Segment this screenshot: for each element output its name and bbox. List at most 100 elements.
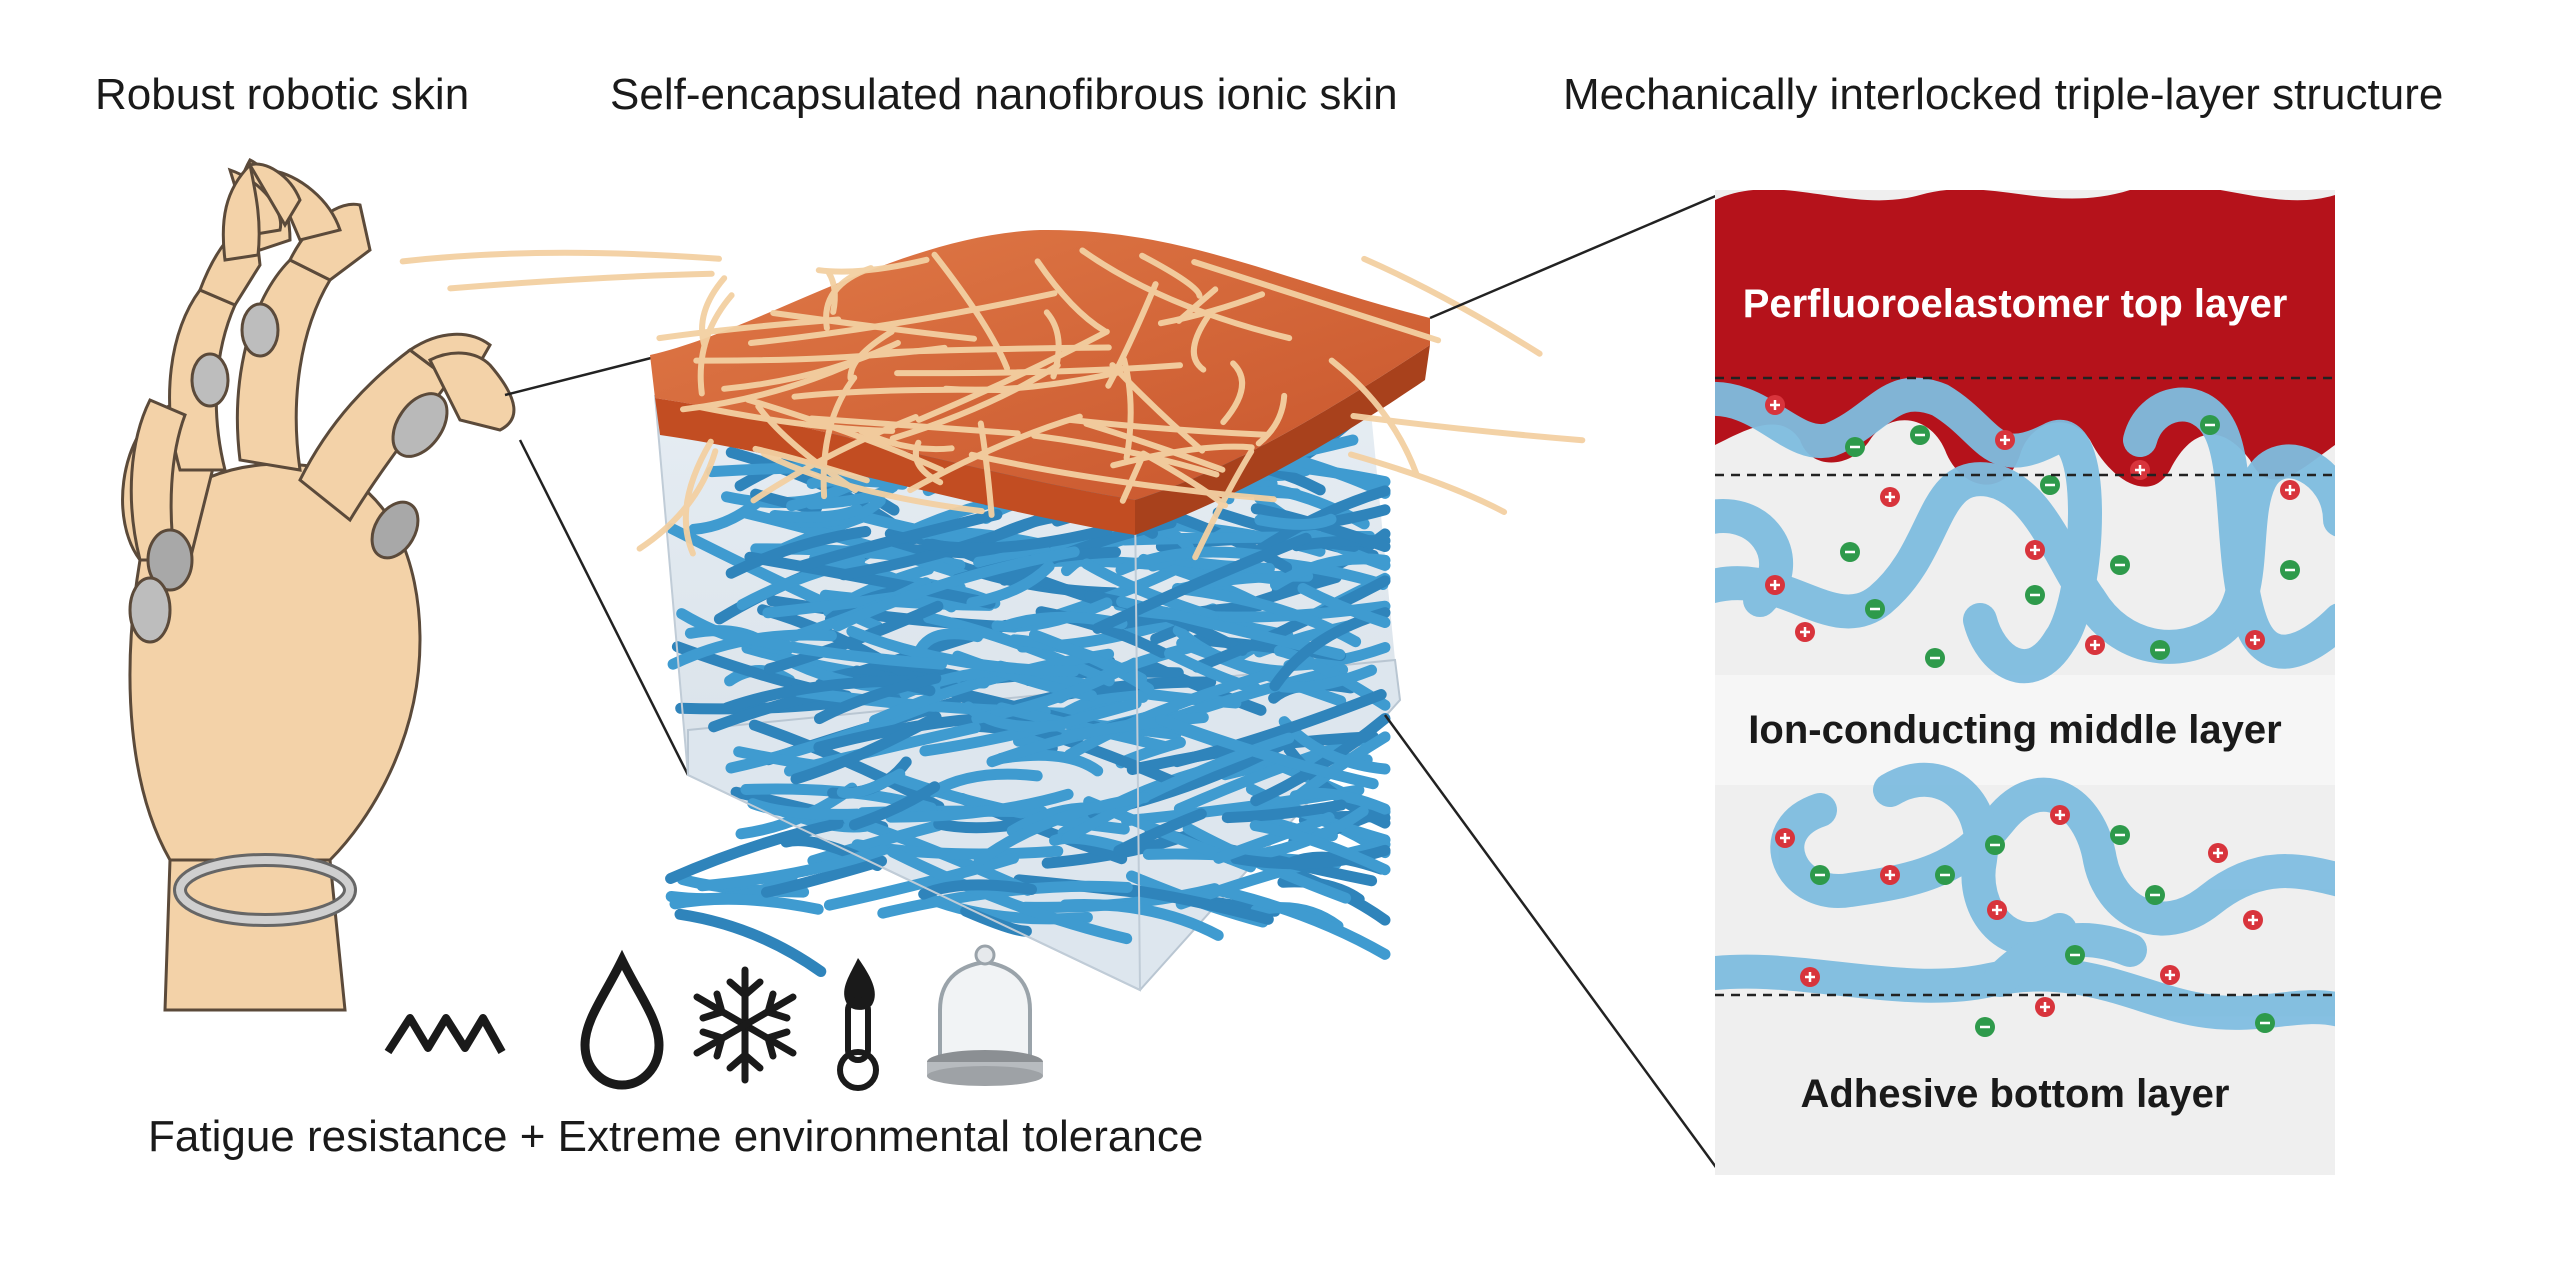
surface-fiber (1361, 255, 1543, 357)
nanofiber (1064, 665, 1287, 761)
snowflake-icon (693, 966, 797, 1084)
cation-icon (2050, 805, 2070, 825)
label-top-layer: Perfluoroelastomer top layer (1742, 282, 2288, 326)
anion-icon (1865, 599, 1885, 619)
cation-icon (1765, 395, 1785, 415)
caption: Fatigue resistance + Extreme environment… (148, 1112, 1204, 1161)
nanofiber (919, 697, 1142, 757)
surface-fiber (1255, 392, 1288, 447)
surface-fiber (1220, 360, 1246, 426)
label-middle-layer: Ion-conducting middle layer (1748, 708, 2282, 752)
robotic-hand (121, 158, 516, 1012)
cation-icon (2160, 965, 2180, 985)
nanofibrous-cube (399, 229, 1586, 992)
nanofiber (1289, 787, 1391, 815)
surface-fiber (889, 362, 1061, 442)
surface-fiber (447, 270, 715, 292)
cation-icon (1880, 865, 1900, 885)
surface-fiber (1140, 450, 1229, 509)
anion-icon (2025, 585, 2045, 605)
nanofiber (1155, 714, 1379, 790)
nanofiber (1270, 553, 1391, 591)
nanofiber (1208, 884, 1391, 960)
nanofiber (921, 524, 1113, 554)
nanofiber (962, 701, 1067, 733)
surface-fiber (1079, 247, 1293, 342)
surface-fiber (770, 310, 977, 342)
nanofiber (1221, 799, 1347, 824)
nanofiber (846, 625, 1080, 677)
surface-fiber (1350, 413, 1586, 444)
anion-icon (2145, 885, 2165, 905)
surface-fiber (1328, 357, 1420, 478)
anion-icon (1925, 648, 1945, 668)
nanofiber (973, 792, 1151, 867)
cation-icon (2245, 630, 2265, 650)
nanofiber (1049, 832, 1126, 853)
surface-fiber (1109, 362, 1206, 454)
surface-fiber (968, 451, 1277, 503)
anion-icon (1985, 835, 2005, 855)
surface-fiber (693, 344, 948, 364)
thermometer-flame-icon (837, 958, 879, 1091)
nanofiber (1254, 513, 1337, 530)
nanofiber (790, 711, 942, 785)
cation-icon (1995, 430, 2015, 450)
nanofiber (1176, 637, 1347, 707)
nanofiber (849, 781, 941, 831)
water-drop-icon (580, 949, 664, 1090)
cation-icon (2085, 635, 2105, 655)
nanofiber (725, 526, 872, 579)
anion-icon (1810, 865, 1830, 885)
nanofiber (805, 481, 899, 510)
anion-icon (2065, 945, 2085, 965)
surface-fiber (1190, 309, 1214, 373)
surface-fiber (791, 386, 1017, 400)
nanofiber (1297, 583, 1391, 628)
connector-line (1429, 193, 1719, 320)
cation-icon (2130, 460, 2150, 480)
anion-icon (2150, 640, 2170, 660)
surface-fiber (858, 428, 955, 453)
nanofiber (669, 893, 824, 915)
surface-fiber (748, 290, 1058, 346)
surface-fiber (1348, 451, 1508, 515)
nanofiber (927, 768, 1043, 798)
nanofiber (721, 675, 920, 714)
anion-icon (2110, 555, 2130, 575)
cation-icon (2035, 997, 2055, 1017)
surface-fiber (1119, 456, 1144, 504)
surface-fiber (1031, 432, 1220, 478)
surface-fiber (931, 251, 1010, 372)
bell-jar-icon (927, 944, 1043, 1086)
surface-fiber (755, 403, 859, 493)
surface-fiber (1067, 416, 1269, 438)
nanofiber (1116, 883, 1274, 925)
nanofiber (1055, 690, 1149, 722)
nanofiber (832, 546, 1080, 632)
cation-icon (2208, 843, 2228, 863)
surface-fiber (1121, 356, 1134, 461)
ion-channel (1873, 762, 2077, 956)
nanofiber (836, 768, 906, 799)
surface-fiber (1105, 281, 1159, 389)
ion-channel (1770, 777, 2335, 936)
zigzag-icon (384, 1014, 506, 1055)
surface-fiber (1034, 258, 1108, 334)
nanofiber (796, 509, 1003, 572)
nanofiber (885, 788, 1074, 823)
cation-icon (1987, 900, 2007, 920)
surface-fiber (915, 328, 1110, 423)
label-bottom-layer: Adhesive bottom layer (1800, 1072, 2230, 1116)
anion-icon (2040, 475, 2060, 495)
nanofiber (807, 820, 944, 867)
connector-line (1383, 714, 1720, 1171)
nanofiber (971, 657, 1140, 724)
connector-line (504, 355, 656, 397)
surface-fiber (680, 361, 854, 413)
surface-fiber (399, 249, 722, 265)
surface-fiber (744, 396, 945, 473)
nanofiber (823, 852, 1019, 911)
nanofiber (1029, 629, 1155, 695)
anion-icon (2280, 560, 2300, 580)
